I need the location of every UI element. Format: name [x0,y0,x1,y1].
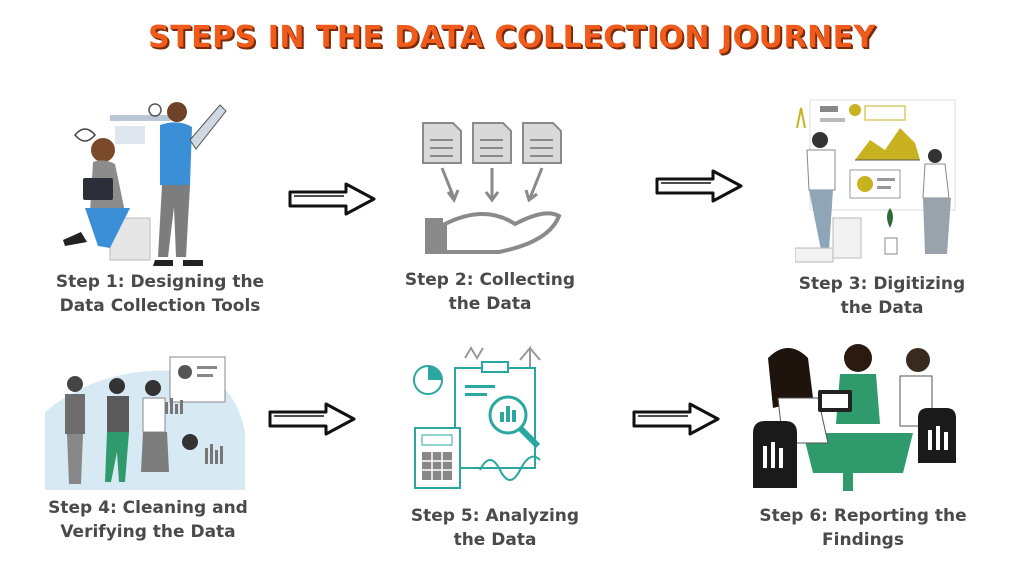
step-1-line-2: Data Collection Tools [59,296,261,316]
step-5-line-2: the Data [453,530,537,550]
people-cleaning-illustration [45,356,245,490]
arrow-right-icon [268,402,356,436]
dashboard-people-illustration [795,99,956,263]
step-3-line-2: the Data [840,298,924,318]
step-3-line-1: Step 3: Digitizing [798,274,966,294]
arrow-right-icon [632,402,720,436]
designers-illustration [63,102,227,266]
step-label: Step 6: Reporting the Findings [738,504,988,552]
arrow-right-icon [288,182,376,216]
step-4-line-1: Step 4: Cleaning and [48,498,248,518]
arrow-right-icon [655,169,743,203]
step-2-line-2: the Data [448,294,532,314]
documents-hand-illustration [422,122,562,254]
step-4-line-2: Verifying the Data [60,522,236,542]
step-label: Step 4: Cleaning and Verifying the Data [28,496,268,544]
step-1-line-1: Step 1: Designing the [55,272,265,292]
step-label: Step 2: Collecting the Data [380,268,600,316]
analysis-tools-illustration [413,345,541,489]
step-label: Step 5: Analyzing the Data [385,504,605,552]
step-6-line-2: Findings [822,530,904,550]
page-title: STEPS IN THE DATA COLLECTION JOURNEY [148,20,876,55]
step-label: Step 1: Designing the Data Collection To… [40,270,280,318]
step-5-line-1: Step 5: Analyzing [410,506,580,526]
step-label: Step 3: Digitizing the Data [772,272,992,320]
meeting-illustration [753,344,956,491]
step-6-line-1: Step 6: Reporting the [759,506,967,526]
step-2-line-1: Step 2: Collecting [404,270,576,290]
